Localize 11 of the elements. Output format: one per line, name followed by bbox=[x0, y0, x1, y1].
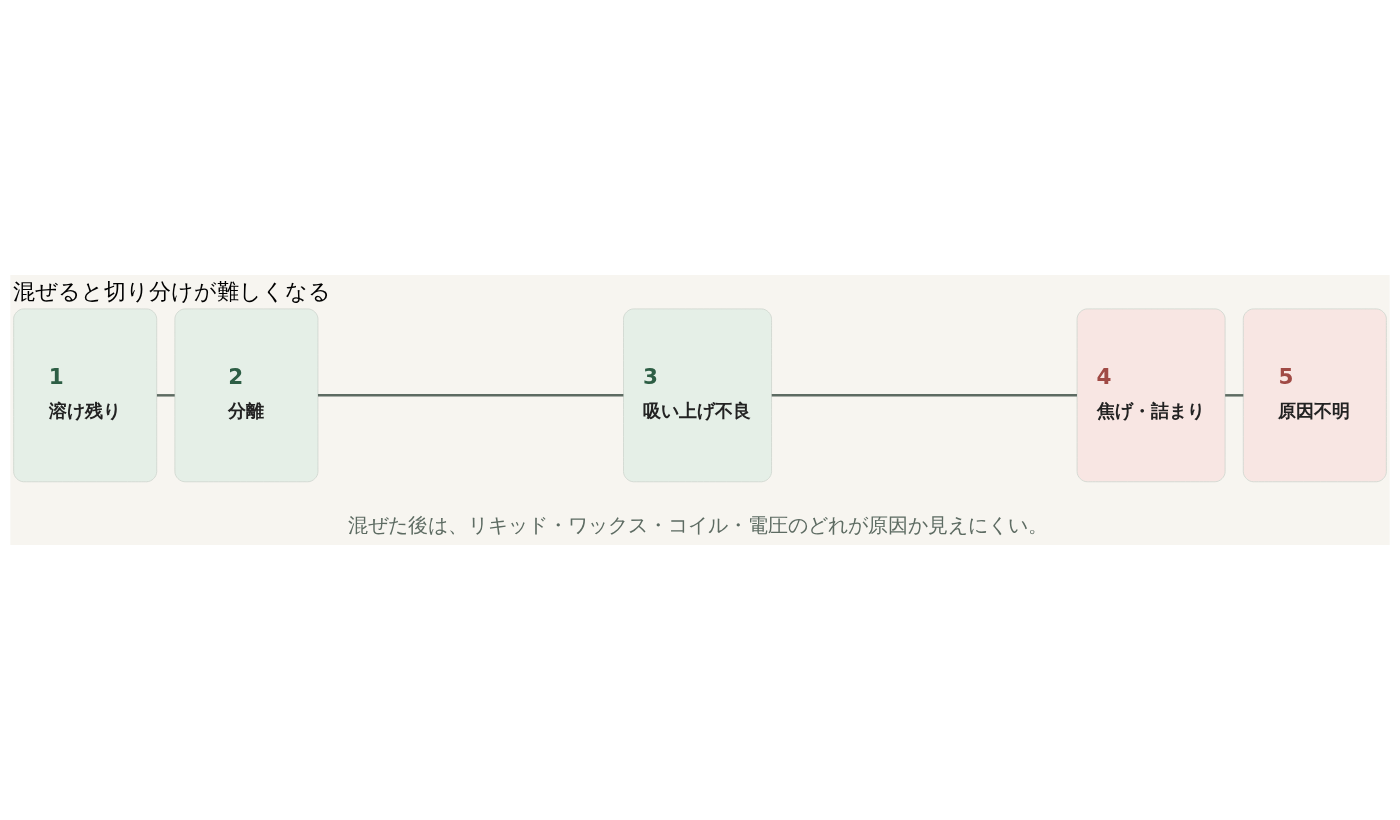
node-box: 2 分離 bbox=[174, 308, 319, 483]
connector bbox=[771, 394, 1077, 397]
node-box: 3 吸い上げ不良 bbox=[623, 308, 772, 483]
connector bbox=[1225, 394, 1244, 397]
connector bbox=[156, 394, 175, 397]
node-box: 5 原因不明 bbox=[1242, 308, 1387, 483]
node-box: 4 焦げ・詰まり bbox=[1076, 308, 1226, 483]
caption: 混ぜた後は、リキッド・ワックス・コイル・電圧のどれが原因か見えにくい。 bbox=[347, 513, 1048, 537]
diagram-title: 混ぜると切り分けが難しくなる bbox=[13, 278, 332, 304]
connector bbox=[317, 394, 624, 397]
node-box: 1 溶け残り bbox=[13, 308, 158, 483]
